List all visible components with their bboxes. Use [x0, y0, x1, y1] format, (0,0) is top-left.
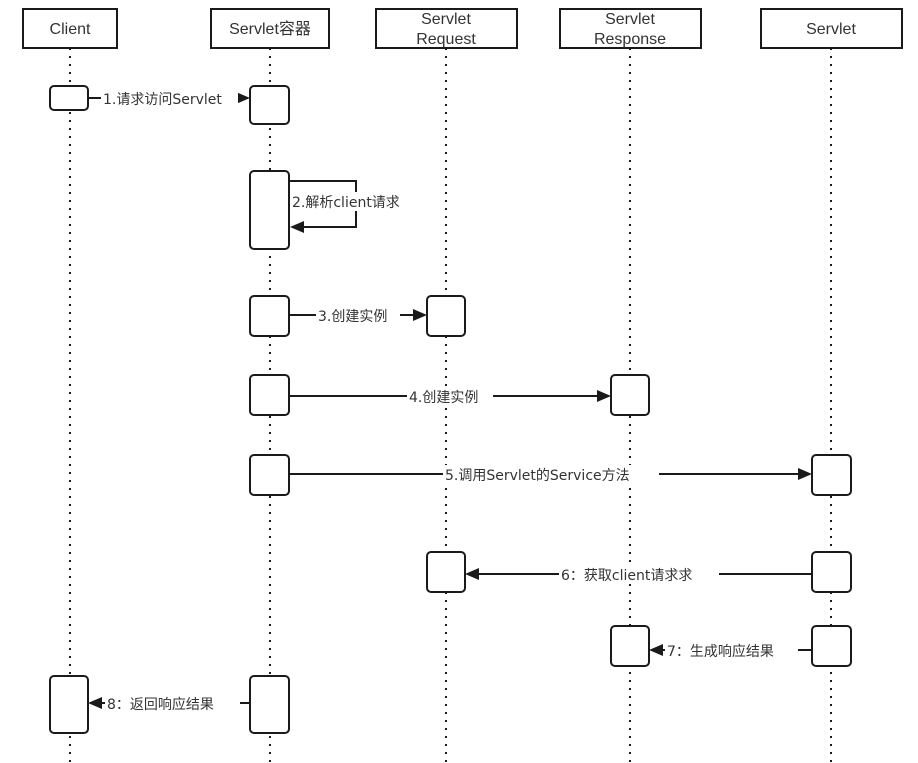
- participant-servlet-response-label-line1: Servlet: [605, 11, 655, 28]
- activation-container-1: [249, 85, 290, 125]
- message-5: 5.调用Servlet的Service方法: [289, 465, 812, 484]
- activation-container-3: [249, 295, 290, 337]
- activation-servlet-1: [811, 454, 852, 496]
- activation-request-1: [426, 295, 466, 337]
- message-7: 7：生成响应结果: [649, 641, 812, 660]
- activation-servlet-3: [811, 625, 852, 667]
- activation-client-1: [49, 85, 89, 111]
- participant-servlet-container: Servlet容器: [210, 8, 330, 49]
- participant-servlet-response-label-line2: Response: [594, 31, 666, 48]
- message-4-label: 4.创建实例: [409, 390, 478, 406]
- message-3-label: 3.创建实例: [318, 309, 387, 325]
- activation-response-2: [610, 625, 650, 667]
- activation-servlet-2: [811, 551, 852, 593]
- message-4: 4.创建实例: [289, 387, 611, 406]
- participant-client: Client: [22, 8, 118, 49]
- activation-container-4: [249, 374, 290, 416]
- activation-container-2: [249, 170, 290, 250]
- message-8: 8：返回响应结果: [88, 694, 250, 713]
- participant-servlet: Servlet: [760, 8, 903, 49]
- activation-container-5: [249, 454, 290, 496]
- participant-servlet-container-label: Servlet容器: [229, 20, 311, 38]
- activation-client-2: [49, 675, 89, 734]
- activation-container-6: [249, 675, 290, 734]
- message-1-label: 1.请求访问Servlet: [103, 92, 222, 108]
- message-5-label: 5.调用Servlet的Service方法: [445, 468, 630, 484]
- activation-request-2: [426, 551, 466, 593]
- participant-servlet-request-label-line2: Request: [416, 31, 476, 48]
- activation-response-1: [610, 374, 650, 416]
- participant-servlet-request: Servlet Request: [375, 8, 518, 49]
- message-7-label: 7：生成响应结果: [667, 643, 774, 660]
- participant-servlet-request-label-line1: Servlet: [421, 11, 471, 28]
- message-6: 6：获取client请求求: [465, 565, 812, 584]
- message-1: 1.请求访问Servlet: [88, 89, 250, 108]
- participant-client-label: Client: [50, 21, 91, 38]
- message-2: 2.解析client请求: [289, 180, 420, 233]
- participant-servlet-label: Servlet: [806, 21, 856, 38]
- message-6-label: 6：获取client请求求: [561, 568, 692, 584]
- participant-servlet-response: Servlet Response: [559, 8, 702, 49]
- message-2-label: 2.解析client请求: [292, 195, 400, 211]
- message-8-label: 8：返回响应结果: [107, 696, 214, 713]
- message-3: 3.创建实例: [289, 306, 427, 325]
